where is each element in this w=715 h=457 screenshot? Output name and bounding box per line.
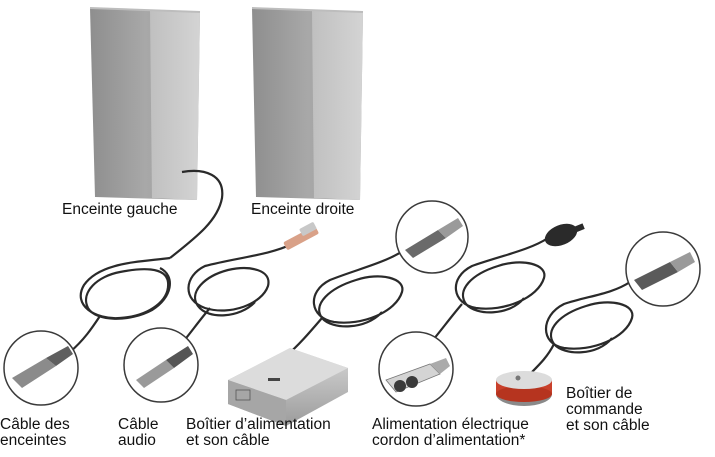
power-supply-label: Boîtier d’alimentation et son câble <box>186 416 331 449</box>
power-cord-connector-icon <box>378 331 454 407</box>
audio-cable-plug-icon <box>283 222 319 250</box>
left-speaker-icon <box>89 7 201 200</box>
power-supply-cable-icon <box>285 245 411 357</box>
speaker-cable-connector-icon <box>3 330 79 406</box>
power-brick-icon <box>228 348 348 426</box>
audio-cable-label: Câble audio <box>118 416 159 449</box>
control-pod-connector-icon <box>625 231 701 307</box>
right-speaker-icon <box>251 7 364 200</box>
power-cord-plug-icon <box>544 223 585 247</box>
audio-cable-icon <box>177 243 293 349</box>
left-speaker-label: Enceinte gauche <box>62 201 178 218</box>
right-speaker-label: Enceinte droite <box>251 201 355 218</box>
speaker-cable-label: Câble des enceintes <box>0 416 70 449</box>
control-pod-label: Boîtier de commande et son câble <box>566 385 650 434</box>
control-pod-icon <box>496 371 552 406</box>
power-cord-label: Alimentation électrique cordon d’aliment… <box>372 416 529 449</box>
audio-cable-connector-icon <box>123 327 199 403</box>
control-pod-cable-icon <box>531 281 634 373</box>
power-supply-connector-icon <box>395 200 469 274</box>
